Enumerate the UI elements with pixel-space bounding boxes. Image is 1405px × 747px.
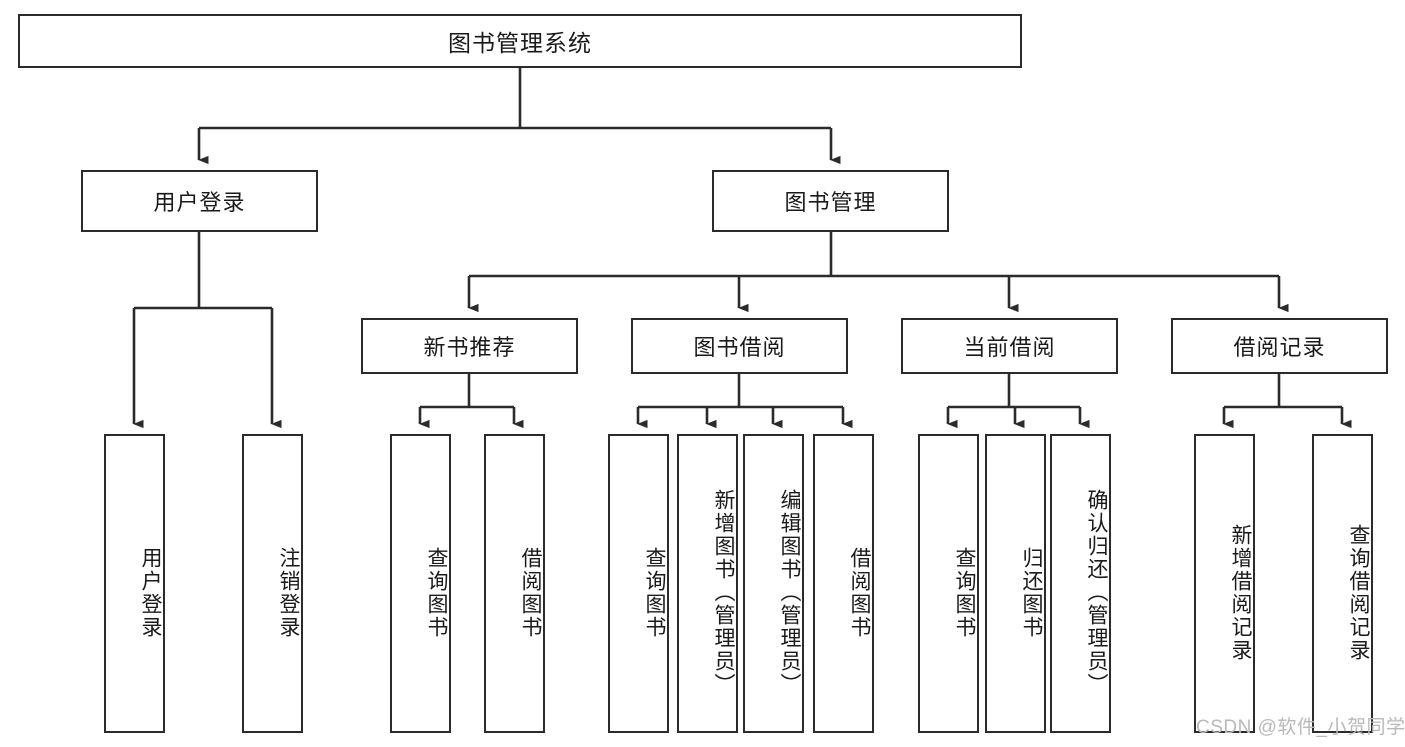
node-new-book-recommend[interactable]: 新书推荐	[361, 318, 578, 374]
leaf-add-book[interactable]: 新增图书（管理员）	[677, 434, 738, 733]
leaf-return-book[interactable]: 归还图书	[985, 434, 1046, 733]
leaf-user-login[interactable]: 用户登录	[104, 434, 165, 733]
node-book-manage[interactable]: 图书管理	[712, 170, 949, 232]
leaf-borrow-book-2[interactable]: 借阅图书	[813, 434, 874, 733]
leaf-query-book-1[interactable]: 查询图书	[390, 434, 451, 733]
leaf-add-record[interactable]: 新增借阅记录	[1194, 434, 1255, 733]
leaf-query-record[interactable]: 查询借阅记录	[1312, 434, 1373, 733]
node-current-borrow[interactable]: 当前借阅	[901, 318, 1118, 374]
leaf-confirm-return[interactable]: 确认归还（管理员）	[1050, 434, 1111, 733]
leaf-query-book-3[interactable]: 查询图书	[918, 434, 979, 733]
node-root[interactable]: 图书管理系统	[18, 14, 1022, 68]
node-user-login[interactable]: 用户登录	[81, 170, 318, 232]
leaf-edit-book[interactable]: 编辑图书（管理员）	[743, 434, 804, 733]
leaf-query-book-2[interactable]: 查询图书	[608, 434, 669, 733]
leaf-logout-login[interactable]: 注销登录	[242, 434, 303, 733]
csdn-watermark: CSDN @软件_小贺同学	[1196, 717, 1405, 738]
leaf-borrow-book-1[interactable]: 借阅图书	[484, 434, 545, 733]
node-book-borrow[interactable]: 图书借阅	[631, 318, 848, 374]
node-borrow-record[interactable]: 借阅记录	[1171, 318, 1388, 374]
